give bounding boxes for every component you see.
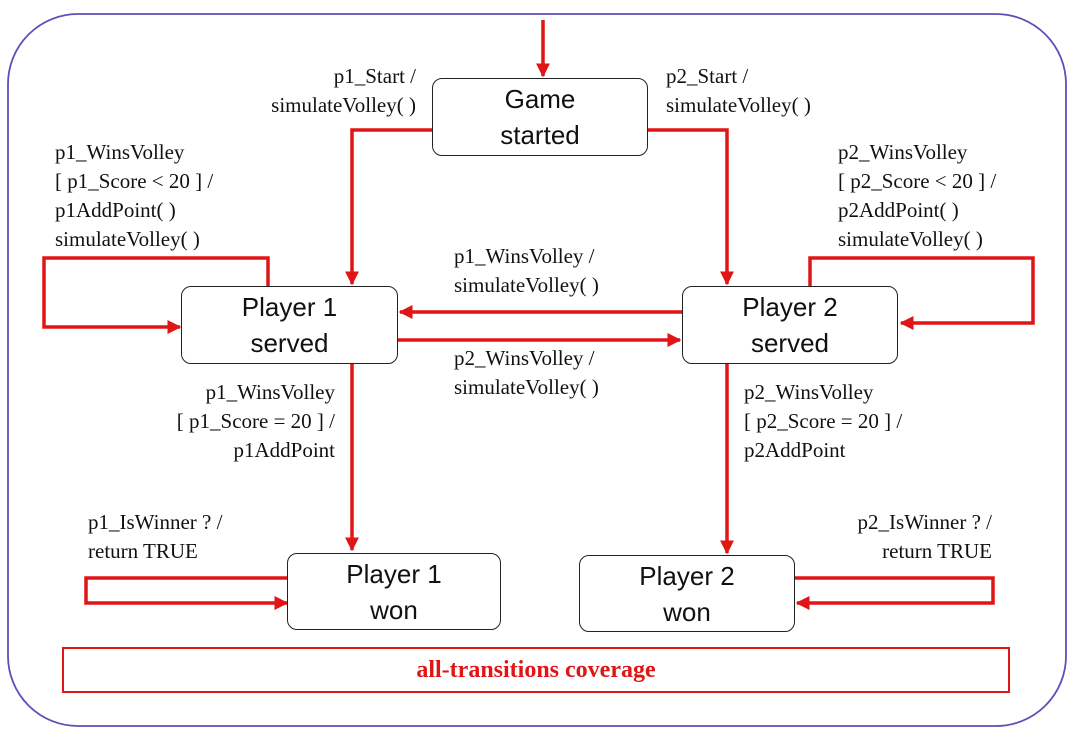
state-player1-won: Player 1 won (287, 553, 501, 630)
label-p1-to-p2-action: simulateVolley( ) (454, 375, 599, 399)
label-p1-start: p1_Start / simulateVolley( ) (220, 62, 416, 120)
state-player2-served-line2: served (750, 328, 830, 358)
state-player2-won: Player 2 won (579, 555, 795, 632)
label-p2-start-event: p2_Start / (666, 64, 749, 88)
state-game-started: Game started (432, 78, 648, 156)
label-p2-start: p2_Start / simulateVolley( ) (666, 62, 811, 120)
p1-self-loop-arrow (42, 256, 270, 334)
p1-winner-loop-arrow (84, 576, 289, 610)
label-p1-to-p2-event: p2_WinsVolley / (454, 346, 595, 370)
label-p2-to-p1-event: p1_WinsVolley / (454, 244, 595, 268)
coverage-banner: all-transitions coverage (62, 647, 1010, 693)
p2-start-arrow (648, 128, 734, 286)
label-p1-win-guard: [ p1_Score = 20 ] / (176, 409, 335, 433)
state-player2-served: Player 2 served (682, 286, 898, 364)
label-p2-start-action: simulateVolley( ) (666, 93, 811, 117)
state-player1-served-line1: Player 1 (241, 292, 338, 322)
label-p1-winner-self-action: return TRUE (88, 539, 198, 563)
label-p2-to-p1: p1_WinsVolley / simulateVolley( ) (454, 242, 599, 300)
state-game-started-line2: started (500, 120, 580, 150)
label-p1-winner-self: p1_IsWinner ? / return TRUE (88, 508, 222, 566)
label-p2-winner-self-event: p2_IsWinner ? / (857, 510, 992, 534)
state-player2-won-line1: Player 2 (639, 560, 735, 591)
state-player1-won-line2: won (370, 594, 418, 625)
label-p1-self-action1: p1AddPoint( ) (55, 198, 176, 222)
label-p2-self-action2: simulateVolley( ) (838, 227, 983, 251)
label-p2-win-action: p2AddPoint (744, 438, 846, 462)
label-p2-win-event: p2_WinsVolley (744, 380, 874, 404)
p2-winner-loop-arrow (795, 576, 995, 610)
label-p2-win-guard: [ p2_Score = 20 ] / (744, 409, 903, 433)
label-p1-winner-self-event: p1_IsWinner ? / (88, 510, 223, 534)
label-p2-winner-self-action: return TRUE (882, 539, 992, 563)
label-p1-self: p1_WinsVolley [ p1_Score < 20 ] / p1AddP… (55, 138, 213, 254)
label-p1-win-event: p1_WinsVolley (205, 380, 335, 404)
label-p1-start-event: p1_Start / (333, 64, 416, 88)
state-player2-won-line2: won (663, 596, 711, 627)
p1-start-arrow (345, 128, 432, 286)
label-p2-self-action1: p2AddPoint( ) (838, 198, 959, 222)
state-player1-won-line1: Player 1 (346, 558, 442, 589)
label-p1-to-p2: p2_WinsVolley / simulateVolley( ) (454, 344, 599, 402)
label-p2-self-event: p2_WinsVolley (838, 140, 968, 164)
label-p1-win-action: p1AddPoint (233, 438, 335, 462)
label-p2-self-guard: [ p2_Score < 20 ] / (838, 169, 997, 193)
state-player1-served: Player 1 served (181, 286, 398, 364)
label-p1-self-guard: [ p1_Score < 20 ] / (55, 169, 214, 193)
outer-frame (7, 13, 1067, 727)
label-p1-win: p1_WinsVolley [ p1_Score = 20 ] / p1AddP… (130, 378, 335, 465)
coverage-banner-text: all-transitions coverage (416, 656, 656, 683)
label-p1-self-event: p1_WinsVolley (55, 140, 185, 164)
label-p2-win: p2_WinsVolley [ p2_Score = 20 ] / p2AddP… (744, 378, 902, 465)
p2-self-loop-arrow (808, 256, 1035, 330)
state-game-started-line1: Game (504, 84, 576, 114)
label-p1-self-action2: simulateVolley( ) (55, 227, 200, 251)
label-p1-start-action: simulateVolley( ) (271, 93, 416, 117)
state-player1-served-line2: served (250, 328, 329, 358)
state-player2-served-line1: Player 2 (742, 292, 838, 322)
label-p2-winner-self: p2_IsWinner ? / return TRUE (800, 508, 992, 566)
label-p2-to-p1-action: simulateVolley( ) (454, 273, 599, 297)
label-p2-self: p2_WinsVolley [ p2_Score < 20 ] / p2AddP… (838, 138, 996, 254)
